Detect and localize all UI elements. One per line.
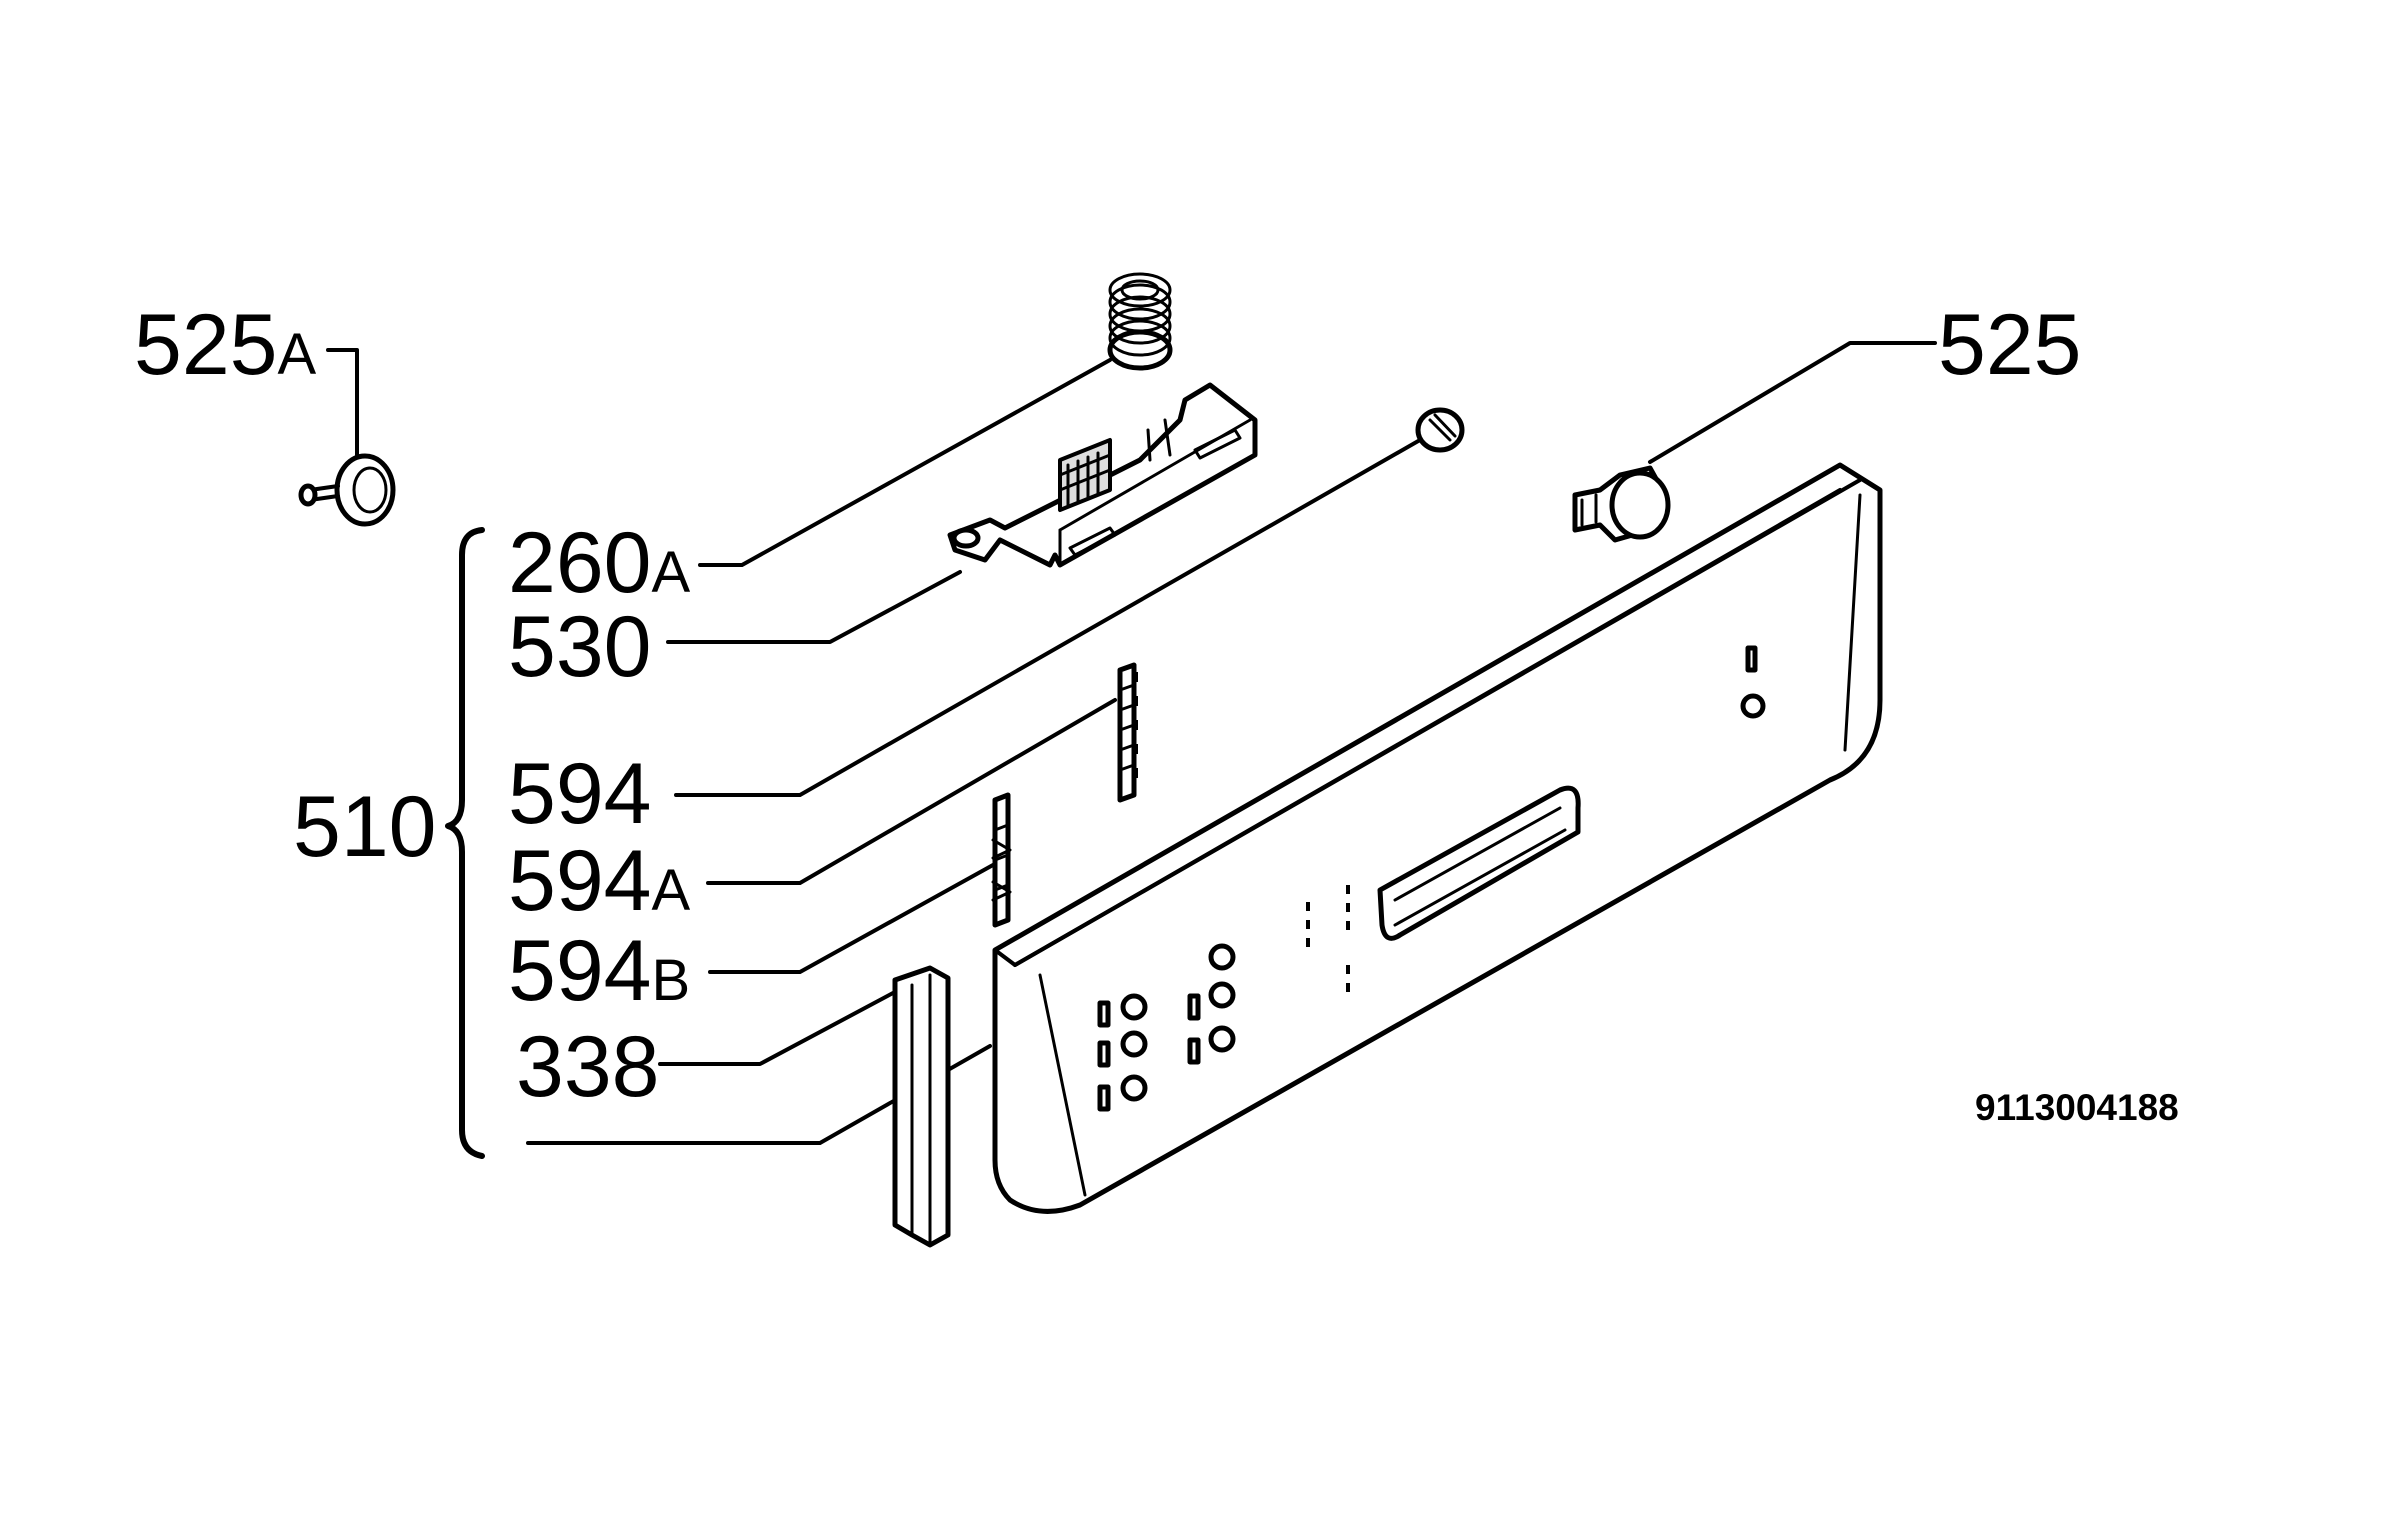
- panel-dots: [1306, 885, 1350, 992]
- brace-510: [445, 527, 485, 1159]
- leader-lines: [326, 341, 1937, 1145]
- label-338: 338: [516, 1019, 660, 1115]
- cap-594: [1415, 407, 1465, 453]
- knob-525a: [298, 453, 396, 527]
- label-594b: 594B: [508, 923, 690, 1019]
- lamp-525: [1572, 465, 1671, 543]
- drawing-number: 9113004188: [1975, 1087, 2179, 1128]
- light-guide-594b: [991, 792, 1012, 928]
- label-260a: 260A: [508, 515, 691, 611]
- label-530: 530: [508, 599, 652, 695]
- label-525: 525: [1938, 297, 2082, 393]
- label-594: 594: [508, 746, 652, 842]
- spring-260a: [1107, 272, 1173, 371]
- label-525a: 525A: [134, 297, 317, 393]
- strip-338: [892, 965, 951, 1248]
- light-guide-594a: [1117, 662, 1138, 803]
- control-panel-510: [992, 462, 1883, 1214]
- panel-buttons: [1097, 943, 1236, 1112]
- label-510: 510: [293, 779, 437, 875]
- label-594a: 594A: [508, 833, 691, 929]
- bracket-530: [947, 382, 1258, 568]
